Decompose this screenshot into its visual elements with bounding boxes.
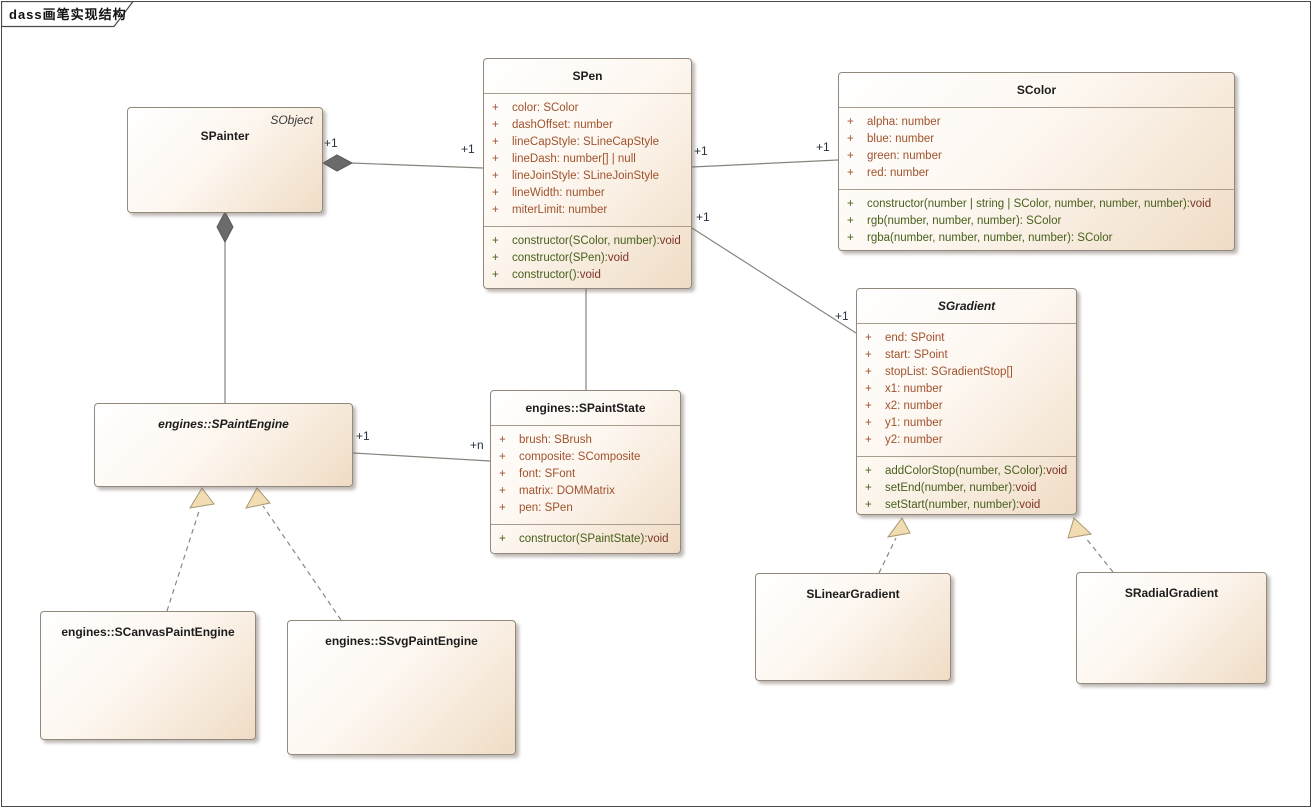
multiplicity-label: +1 [461, 142, 475, 156]
class-title: SRadialGradient [1124, 586, 1219, 600]
class-title: engines::SPaintState [525, 401, 646, 415]
generalization-arrowhead-icon [189, 487, 215, 509]
member-row: +x1: number [865, 383, 943, 395]
member-row: +constructor(SPaintState): void [499, 533, 669, 545]
class-scanvaspaintengine[interactable]: engines::SCanvasPaintEngine [40, 611, 256, 740]
connector-scanvaspaintengine-spaintengine-generalization[interactable] [166, 487, 215, 612]
methods-compartment: +addColorStop(number, SColor): void +setE… [857, 456, 1076, 521]
member-row: +brush: SBrush [499, 434, 592, 446]
generalization-arrowhead-icon [886, 517, 911, 538]
diagram-title: dass画笔实现结构 [9, 7, 127, 22]
connector-sradialgradient-sgradient-generalization[interactable] [1067, 517, 1114, 573]
member-row: +blue: number [847, 133, 935, 145]
multiplicity-label: +1 [816, 140, 830, 154]
member-row: +end: SPoint [865, 332, 945, 344]
multiplicity-label: +n [470, 438, 484, 452]
member-row: +lineCapStyle: SLineCapStyle [492, 136, 660, 148]
member-row: +constructor(number | string | SColor, n… [847, 198, 1212, 210]
multiplicity-label: +1 [835, 309, 849, 323]
member-row: +miterLimit: number [492, 204, 608, 216]
class-spainter[interactable]: SObject SPainter [127, 107, 323, 213]
member-row: +lineWidth: number [492, 187, 605, 199]
connector-spen-sgradient-association[interactable] [691, 227, 857, 334]
connector-slineargradient-sgradient-generalization[interactable] [878, 517, 911, 574]
member-row: +font: SFont [499, 468, 576, 480]
class-scolor[interactable]: SColor +alpha: number +blue: number +green… [838, 72, 1235, 251]
member-row: +start: SPoint [865, 349, 948, 361]
composition-diamond-icon [321, 154, 354, 172]
generalization-arrowhead-icon [1067, 517, 1093, 539]
class-sradialgradient[interactable]: SRadialGradient [1076, 572, 1267, 684]
member-row: +lineDash: number[] | null [492, 153, 636, 165]
class-title: SLinearGradient [806, 587, 900, 601]
member-row: +composite: SComposite [499, 451, 641, 463]
member-row: +matrix: DOMMatrix [499, 485, 615, 497]
connector-ssvgpaintengine-spaintengine-generalization[interactable] [245, 487, 342, 621]
class-title: SGradient [937, 299, 996, 313]
class-ssvgpaintengine[interactable]: engines::SSvgPaintEngine [287, 620, 516, 755]
member-row: +alpha: number [847, 116, 941, 128]
composition-diamond-icon [216, 210, 234, 244]
attributes-compartment: +end: SPoint +start: SPoint +stopList: SGr… [857, 323, 1076, 456]
connector-spainter-spaintengine-composition[interactable] [216, 210, 234, 403]
class-title: engines::SSvgPaintEngine [325, 634, 478, 648]
class-slineargradient[interactable]: SLinearGradient [755, 573, 951, 681]
member-row: +pen: SPen [499, 502, 573, 514]
frame-tab-shape [0, 0, 135, 28]
member-row: +color: SColor [492, 102, 579, 114]
class-title: SPen [572, 69, 603, 83]
connector-spaintengine-spaintstate-association[interactable] [352, 452, 491, 462]
member-row: +dashOffset: number [492, 119, 613, 131]
connector-spainter-spen-composition[interactable] [321, 154, 484, 172]
class-title: engines::SPaintEngine [158, 417, 289, 431]
member-row: +x2: number [865, 400, 943, 412]
attributes-compartment: +alpha: number +blue: number +green: numbe… [839, 107, 1234, 189]
attributes-compartment: +brush: SBrush +composite: SComposite +fon… [491, 425, 680, 524]
multiplicity-label: +1 [356, 429, 370, 443]
member-row: +red: number [847, 167, 930, 179]
class-title: engines::SCanvasPaintEngine [61, 625, 235, 639]
member-row: +stopList: SGradientStop[] [865, 366, 1013, 378]
member-row: +lineJoinStyle: SLineJoinStyle [492, 170, 660, 182]
multiplicity-label: +1 [694, 144, 708, 158]
member-row: +rgb(number, number, number): SColor [847, 215, 1062, 227]
member-row: +green: number [847, 150, 942, 162]
member-row: +setStart(number, number): void [865, 499, 1041, 511]
connector-spen-scolor-association[interactable] [691, 159, 839, 168]
member-row: +rgba(number, number, number, number): S… [847, 232, 1113, 244]
class-sgradient[interactable]: SGradient +end: SPoint +start: SPoint +sto… [856, 288, 1077, 515]
member-row: +constructor(): void [492, 269, 601, 281]
generalization-arrowhead-icon [245, 487, 271, 509]
class-spen[interactable]: SPen +color: SColor +dashOffset: number +l… [483, 58, 692, 289]
member-row: +constructor(SColor, number): void [492, 235, 681, 247]
methods-compartment: +constructor(number | string | SColor, n… [839, 189, 1234, 254]
member-row: +setEnd(number, number): void [865, 482, 1037, 494]
class-title: SColor [1016, 83, 1057, 97]
methods-compartment: +constructor(SPaintState): void [491, 524, 680, 555]
member-row: +addColorStop(number, SColor): void [865, 465, 1068, 477]
member-row: +constructor(SPen): void [492, 252, 629, 264]
class-spaintengine[interactable]: engines::SPaintEngine [94, 403, 353, 487]
member-row: +y1: number [865, 417, 943, 429]
member-row: +y2: number [865, 434, 943, 446]
stereotype-label: SObject [270, 113, 313, 127]
class-spaintstate[interactable]: engines::SPaintState +brush: SBrush+comp… [490, 390, 681, 554]
multiplicity-label: +1 [696, 210, 710, 224]
diagram-frame-tab: dass画笔实现结构 [0, 0, 141, 29]
multiplicity-label: +1 [324, 136, 338, 150]
attributes-compartment: +color: SColor +dashOffset: number +lineCa… [484, 93, 691, 226]
methods-compartment: +constructor(SColor, number): void +const… [484, 226, 691, 291]
class-title: SPainter [200, 129, 250, 143]
